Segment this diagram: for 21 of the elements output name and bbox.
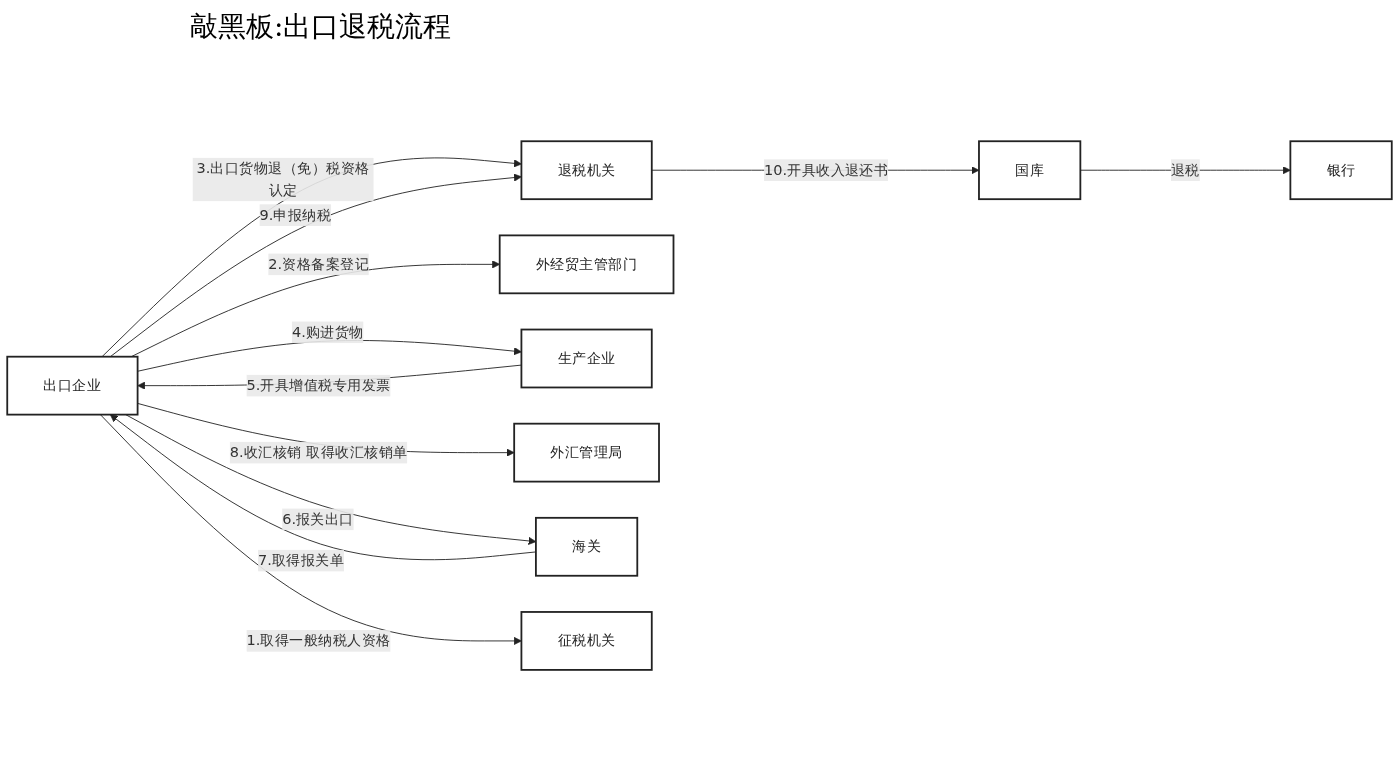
diagram-title: 敲黑板:出口退税流程	[190, 9, 453, 45]
edge-label: 2.资格备案登记	[268, 255, 369, 273]
node-box: 外汇管理局	[513, 422, 660, 483]
node-box: 生产企业	[520, 328, 653, 389]
node-box: 外经贸主管部门	[498, 234, 675, 295]
edge-label: 8.收汇核销 取得收汇核销单	[229, 443, 408, 461]
node-box: 出口企业	[6, 355, 139, 416]
edge-label: 1.取得一般纳税人资格	[246, 631, 391, 649]
node-box: 银行	[1289, 140, 1393, 200]
edge-label: 退税	[1170, 161, 1200, 179]
edge-label: 9.申报纳税	[259, 205, 332, 224]
edge-label: 4.购进货物	[291, 323, 364, 341]
node-box: 征税机关	[520, 611, 653, 671]
edge-label: 5.开具增值税专用发票	[246, 376, 391, 394]
edge-label: 3.出口货物退（免）税资格认定	[196, 159, 370, 199]
node-box: 海关	[535, 516, 639, 577]
node-box: 退税机关	[520, 140, 653, 200]
node-box: 国库	[978, 140, 1082, 200]
edge-label: 10.开具收入退还书	[764, 161, 889, 179]
edge-label: 6.报关出口	[282, 510, 354, 528]
edge-label: 7.取得报关单	[258, 551, 345, 569]
